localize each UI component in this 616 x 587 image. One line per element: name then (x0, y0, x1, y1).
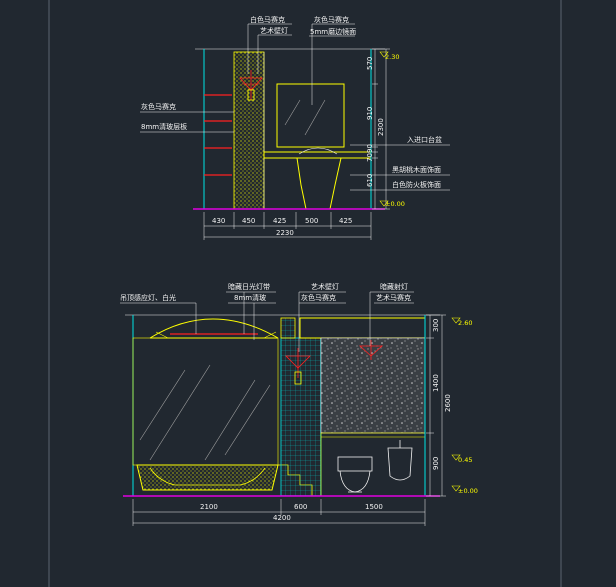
level-0-top: ±0.00 (385, 200, 405, 208)
dim-430: 430 (212, 217, 225, 225)
spot-lamp-icon (358, 340, 384, 360)
dim-2600: 2600 (444, 394, 452, 412)
label-grey-mosaic-bottom: 灰色马赛克 (301, 293, 336, 302)
label-white-mosaic: 白色马赛克 (250, 15, 285, 24)
dim-1500: 1500 (365, 503, 383, 511)
dim-450: 450 (242, 217, 255, 225)
dim-total-bottom: 4200 (273, 514, 291, 522)
label-grey-mosaic: 灰色马赛克 (314, 15, 349, 24)
basin (296, 157, 342, 210)
label-black-granite: 黑胡桃木面饰面 (392, 165, 441, 174)
grey-mosaic-column (280, 337, 322, 497)
vanity-counter (263, 151, 372, 159)
urinal (387, 440, 413, 481)
label-clear-glass-bottom: 8mm清玻 (234, 293, 266, 302)
wall-lamp-icon (285, 348, 311, 385)
ceiling-box (299, 317, 426, 339)
label-mirror-edge: 5mm磨边镜面 (310, 27, 356, 36)
dim-570: 570 (366, 57, 374, 70)
label-art-lamp-bottom: 艺术壁灯 (311, 282, 339, 291)
label-daylight-tube: 暗藏日光灯带 (228, 282, 270, 291)
bottom-elevation: 吊顶感应灯、白光 暗藏日光灯带 8mm清玻 艺术壁灯 灰色马赛克 暗藏射灯 艺术… (120, 282, 478, 526)
level-0-45: 0.45 (458, 456, 472, 464)
dim-2300: 2300 (377, 118, 385, 136)
bathtub (136, 464, 279, 491)
art-lamp-icon (239, 70, 263, 101)
level-0-bottom: ±0.00 (458, 487, 478, 495)
label-art-lamp: 艺术壁灯 (260, 26, 288, 35)
dim-70: 70 (366, 153, 374, 162)
glass-shelves (204, 94, 232, 176)
dim-500: 500 (305, 217, 318, 225)
label-art-cabinet: 艺术马赛克 (376, 293, 411, 302)
dim-90: 90 (366, 144, 374, 153)
label-grey-mosaic-left: 灰色马赛克 (141, 102, 176, 111)
dim-300: 300 (432, 319, 440, 332)
dim-900: 900 (432, 457, 440, 470)
dim-425a: 425 (273, 217, 286, 225)
dim-425b: 425 (339, 217, 352, 225)
dim-910: 910 (366, 107, 374, 120)
label-white-fireproof: 白色防火板饰面 (392, 180, 441, 189)
mirror (276, 83, 345, 148)
label-concealed-lamp: 暗藏射灯 (380, 282, 408, 291)
toilet (337, 456, 373, 493)
level-2-60: 2.60 (458, 319, 472, 327)
top-elevation: 白色马赛克 艺术壁灯 灰色马赛克 5mm磨边镜面 灰色马赛克 8mm清玻层板 入… (140, 15, 450, 240)
dim-610: 610 (366, 174, 374, 187)
glass-wall (132, 337, 279, 466)
ceiling-vault (149, 318, 279, 339)
stone-wall (320, 337, 426, 434)
white-mosaic-column (233, 51, 265, 210)
dim-1400: 1400 (432, 374, 440, 392)
dim-2100: 2100 (200, 503, 218, 511)
label-ceiling-lamp: 吊顶感应灯、白光 (120, 293, 176, 302)
label-imported-basin: 入进口台盆 (407, 135, 442, 144)
dim-600: 600 (294, 503, 307, 511)
level-2-30: 2.30 (385, 53, 399, 61)
label-clear-glass: 8mm清玻层板 (141, 122, 187, 131)
dim-total-top: 2230 (276, 229, 294, 237)
